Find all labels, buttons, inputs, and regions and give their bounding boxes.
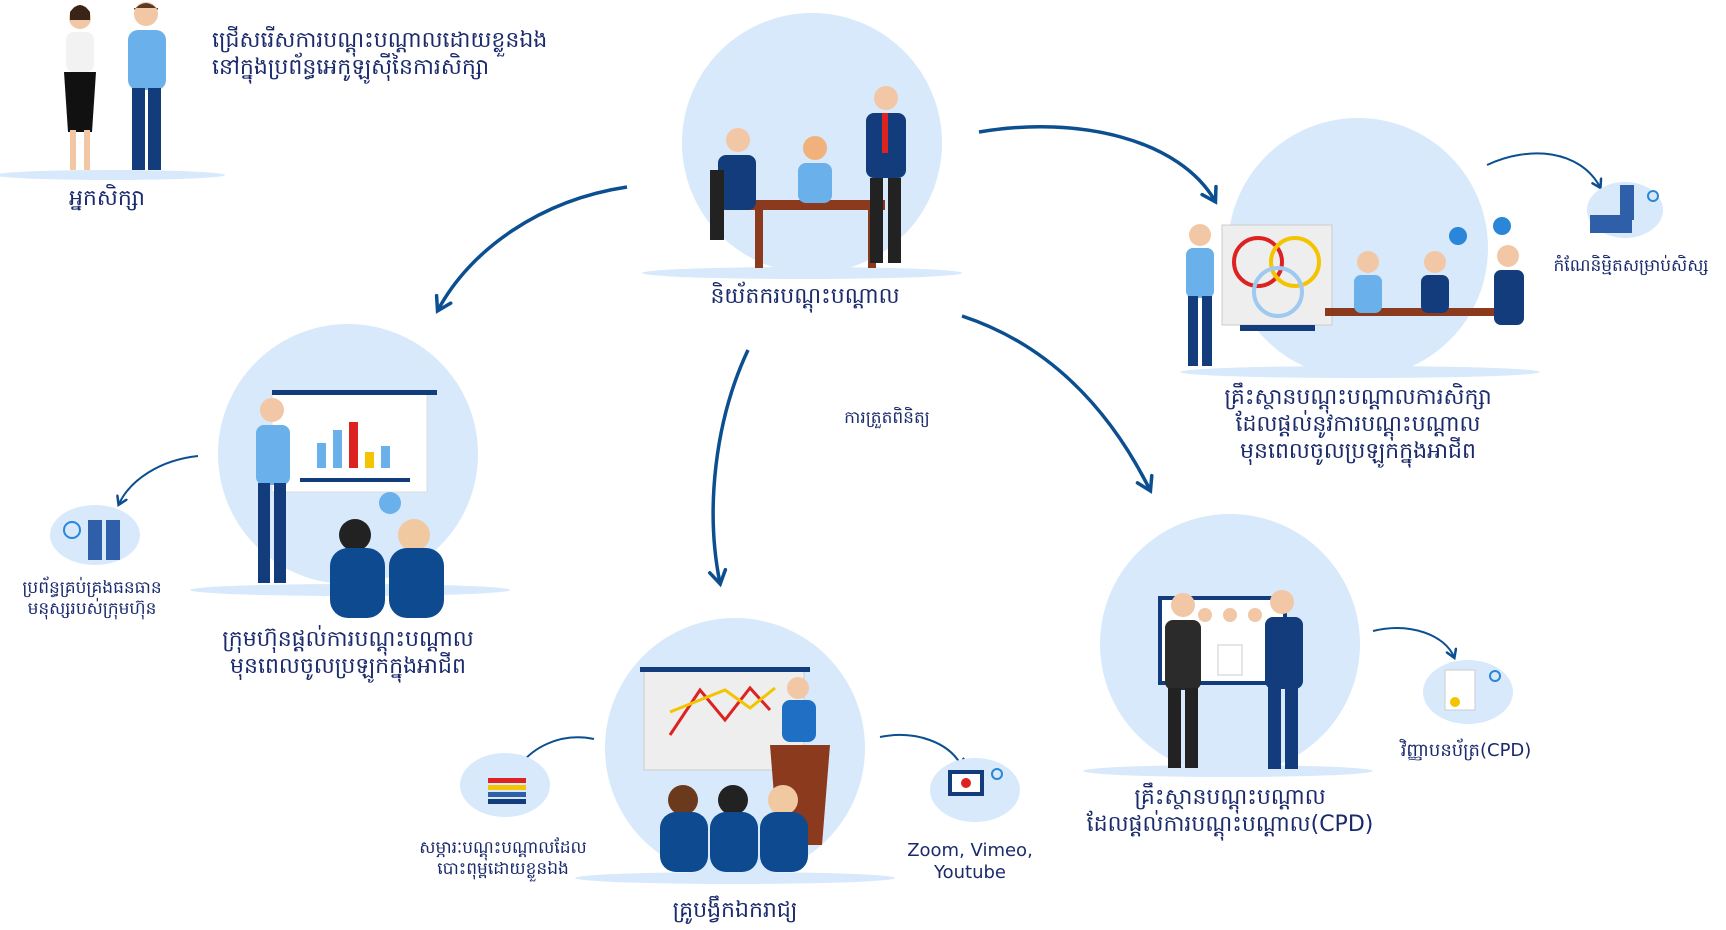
certificate-icon (1423, 660, 1513, 724)
learner-description: ជ្រើសរើសការបណ្តុះបណ្តាលដោយខ្លួនឯង នៅក្នុ… (212, 28, 547, 82)
label-line: មុនពេលចូលប្រឡូកក្នុងអាជីព (230, 653, 466, 679)
hr-system-icon (50, 505, 140, 565)
trainer-illustration (640, 667, 830, 872)
company-illustration (256, 390, 444, 618)
label-line: មនុស្សរបស់ក្រុមហ៊ុន (27, 598, 157, 619)
label-line: ក្រុមហ៊ុនផ្តល់ការបណ្តុះបណ្តាល (222, 627, 474, 652)
cpd-certificate-label: វិញ្ញាបនប័ត្រ(CPD) (1400, 740, 1532, 761)
arrow-regulator-to-cpd (961, 314, 1154, 494)
label-line: ដែលផ្តល់នូវការបណ្តុះបណ្តាល (1235, 411, 1481, 437)
label-line: មុនពេលចូលប្រឡូកក្នុងអាជីព (1240, 438, 1476, 464)
learner-description-line: ជ្រើសរើសការបណ្តុះបណ្តាលដោយខ្លួនឯង (212, 28, 548, 53)
virtual-classroom-label: កំណែនិម្មិតសម្រាប់សិស្ស (1553, 256, 1709, 276)
independent-trainer-label: គ្រូបង្វឹកឯករាជ្យ (672, 898, 798, 923)
virtual-classroom-icon (1587, 182, 1663, 238)
company-label: ក្រុមហ៊ុនផ្តល់ការបណ្តុះបណ្តាល មុនពេលចូលប… (222, 627, 473, 681)
arrow-regulator-to-academic (978, 125, 1218, 205)
label-line: បោះពុម្ពដោយខ្លួនឯង (437, 858, 569, 879)
academic-institution-label: គ្រឹះស្ថានបណ្តុះបណ្តាលការសិក្សា ដែលផ្តល់… (1224, 385, 1491, 465)
self-published-icon (460, 753, 550, 817)
academic-illustration (1186, 217, 1524, 366)
learner-label: អ្នកសិក្សា (68, 186, 146, 211)
label-line: គ្រឹះស្ថានបណ្តុះបណ្តាលការសិក្សា (1224, 385, 1492, 410)
learner-illustration (64, 2, 166, 170)
monitoring-label: ការត្រួតពិនិត្យ (844, 408, 930, 428)
cpd-institution-label: គ្រឹះស្ថានបណ្តុះបណ្តាល ដែលផ្តល់ការបណ្តុះ… (1087, 785, 1374, 839)
learner-description-line: នៅក្នុងប្រព័ន្ធអេកូឡូស៊ីនៃការសិក្សា (212, 54, 490, 80)
label-line: ដែលផ្តល់ការបណ្តុះបណ្តាល(CPD) (1086, 811, 1374, 837)
label-line: Youtube (933, 861, 1006, 883)
label-line: សម្ភារៈបណ្តុះបណ្តាលដែល (419, 838, 587, 858)
video-platforms-label: Zoom, Vimeo, Youtube (907, 840, 1033, 884)
regulator-illustration (710, 86, 906, 268)
arrow-to-video (879, 734, 962, 767)
label-line: គ្រឹះស្ថានបណ្តុះបណ្តាល (1134, 785, 1326, 810)
arrow-to-virtual (1486, 152, 1600, 187)
regulator-label: និយ័តករបណ្តុះបណ្តាល (710, 284, 900, 309)
cpd-illustration (1158, 590, 1303, 769)
label-line: ប្រព័ន្ធគ្រប់គ្រងធនធាន (22, 578, 162, 598)
arrow-to-hr-system (119, 455, 199, 504)
video-platform-icon (930, 758, 1020, 822)
label-line: Zoom, Vimeo, (907, 840, 1033, 861)
hr-system-label: ប្រព័ន្ធគ្រប់គ្រងធនធាន មនុស្សរបស់ក្រុមហ៊… (22, 578, 161, 619)
arrow-regulator-to-company (434, 185, 628, 314)
arrow-regulator-to-trainer (708, 349, 750, 588)
arrow-to-certificate (1372, 627, 1454, 657)
self-published-label: សម្ភារៈបណ្តុះបណ្តាលដែល បោះពុម្ពដោយខ្លួនឯ… (419, 838, 586, 879)
